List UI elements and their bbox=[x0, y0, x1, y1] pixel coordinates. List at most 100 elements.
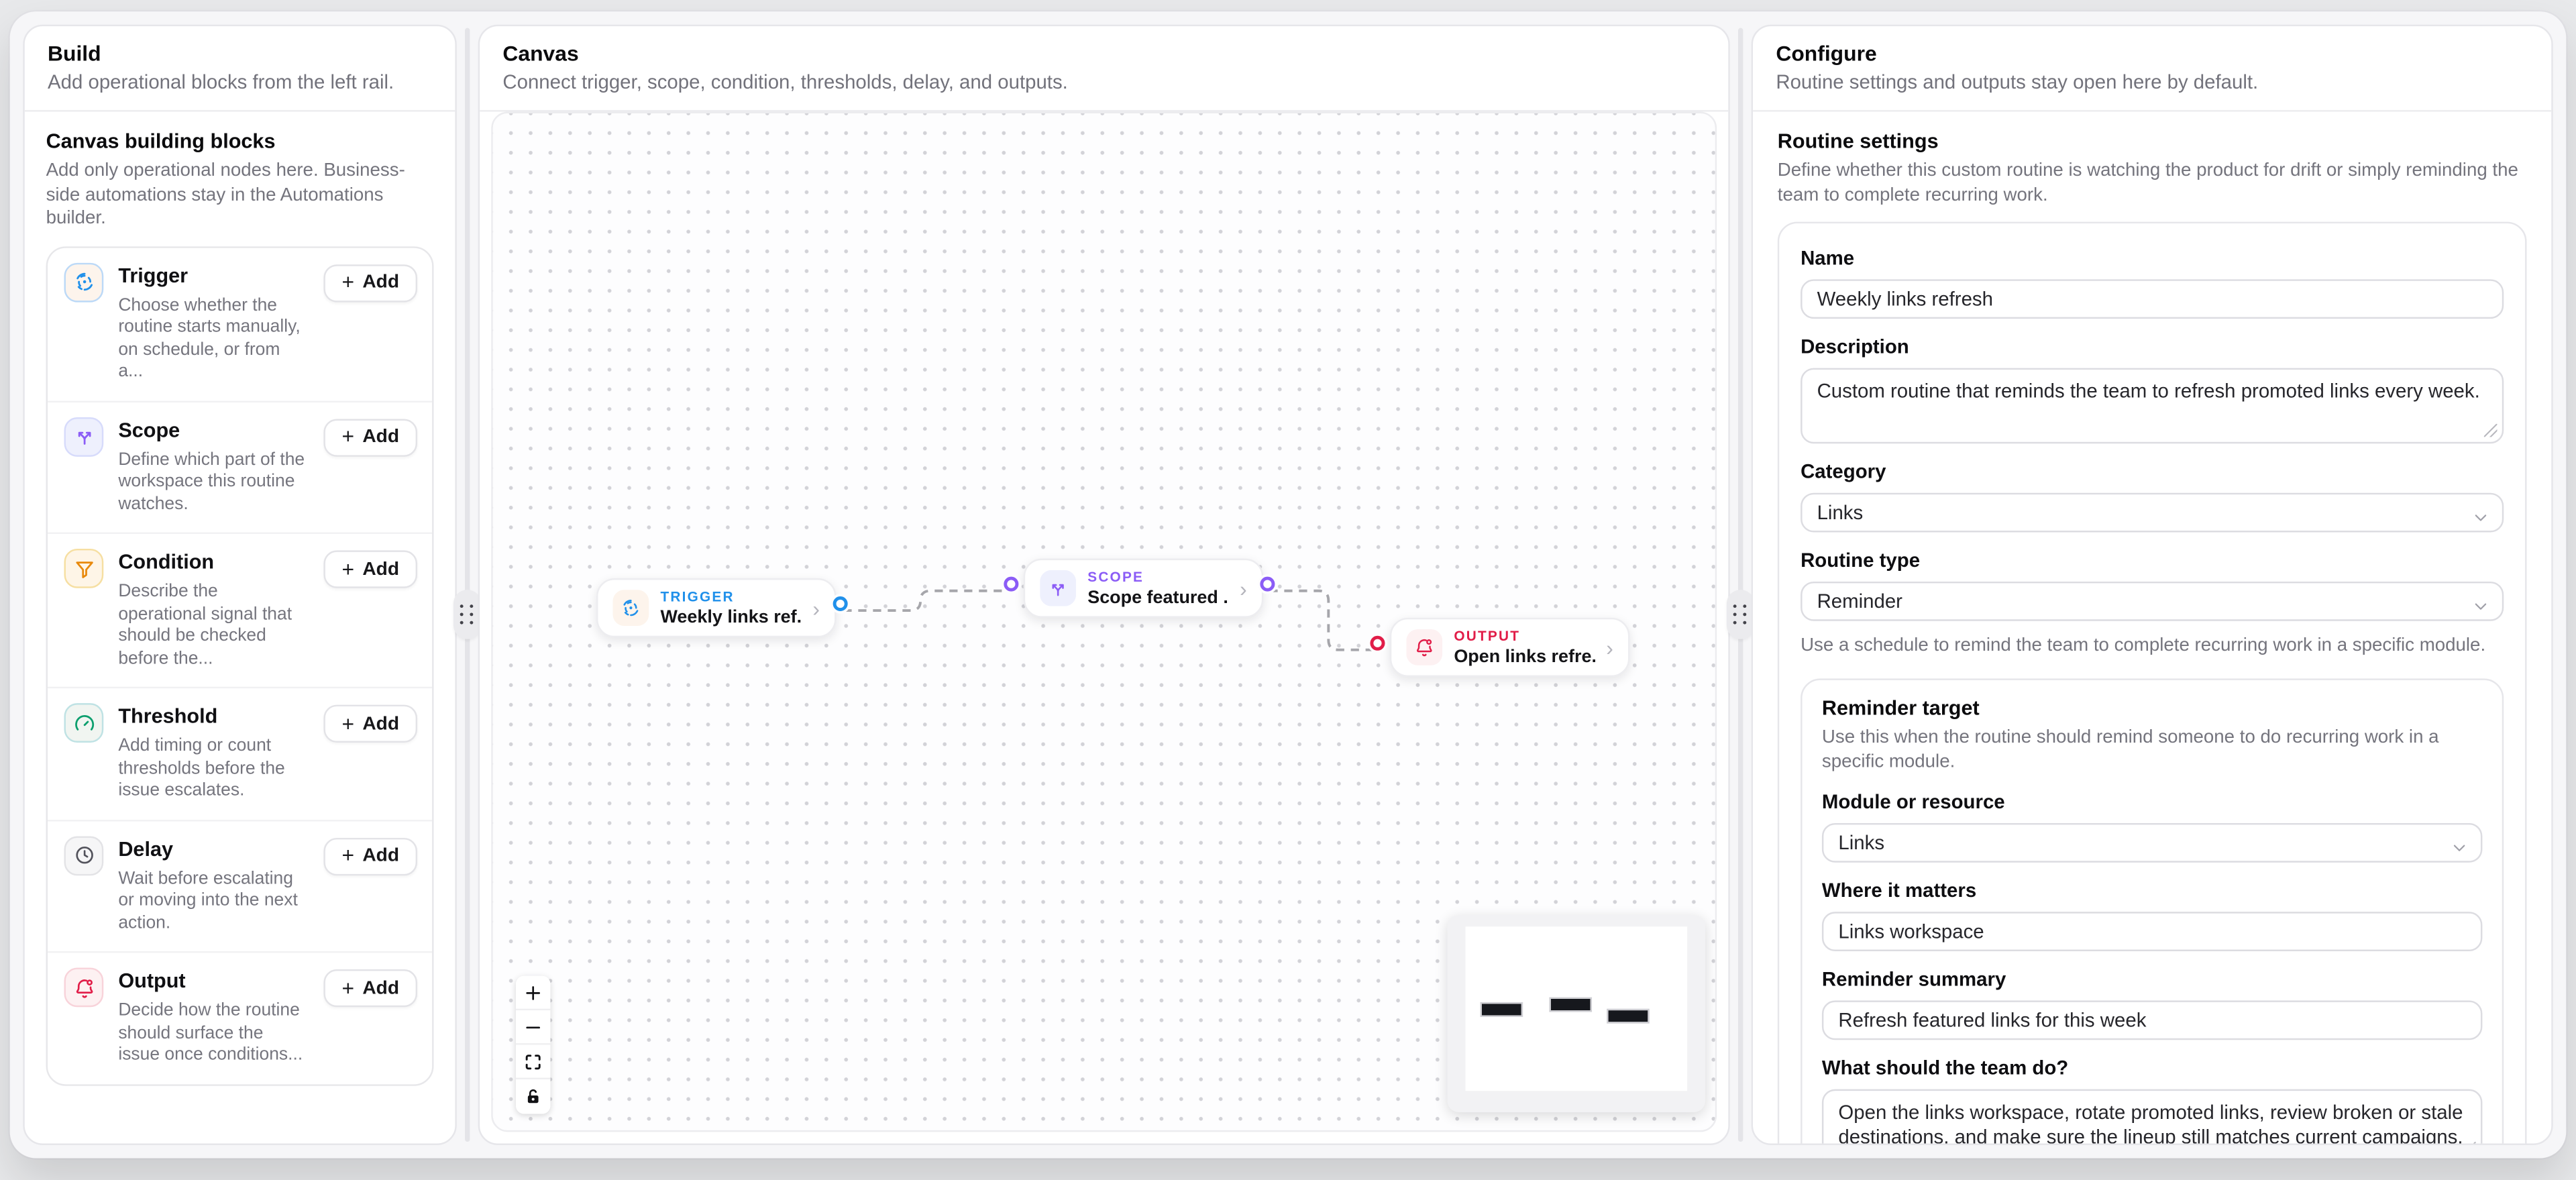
add-threshold-button[interactable]: + Add bbox=[323, 704, 418, 743]
zoom-out-button[interactable] bbox=[515, 1010, 551, 1045]
block-row-delay: Delay Wait before escalating or moving i… bbox=[48, 818, 433, 951]
app-frame: Build Add operational blocks from the le… bbox=[9, 11, 2567, 1159]
node-scope[interactable]: SCOPE Scope featured ... › bbox=[1023, 558, 1264, 618]
configure-panel: Configure Routine settings and outputs s… bbox=[1751, 24, 2553, 1146]
add-output-button[interactable]: + Add bbox=[323, 969, 418, 1008]
panel-divider-right bbox=[1726, 25, 1755, 1146]
description-label: Description bbox=[1801, 335, 1909, 358]
routine-type-select[interactable] bbox=[1801, 581, 2504, 621]
plus-icon: + bbox=[341, 555, 355, 581]
node-output[interactable]: OUTPUT Open links refre... › bbox=[1389, 617, 1630, 677]
category-label: Category bbox=[1801, 460, 1886, 484]
edge-scope-to-output bbox=[1269, 589, 1373, 651]
routine-type-label: Routine type bbox=[1801, 548, 1921, 572]
reminder-target-title: Reminder target bbox=[1821, 696, 1980, 720]
minimap-node-trigger bbox=[1480, 1002, 1523, 1016]
node-name: Scope featured ... bbox=[1087, 587, 1228, 607]
block-title: Threshold bbox=[118, 704, 218, 728]
block-description: Define which part of the workspace this … bbox=[118, 449, 305, 514]
panel-resize-handle[interactable] bbox=[453, 590, 482, 639]
zoom-in-button[interactable] bbox=[515, 975, 551, 1011]
block-row-scope: Scope Define which part of the workspace… bbox=[48, 400, 433, 532]
radar-target-icon bbox=[76, 272, 92, 291]
scope-target-handle[interactable] bbox=[1004, 576, 1019, 592]
node-type-label: SCOPE bbox=[1087, 568, 1144, 584]
trigger-source-handle[interactable] bbox=[833, 596, 848, 612]
block-text: Trigger Choose whether the routine start… bbox=[118, 262, 309, 384]
lock-icon bbox=[527, 1089, 539, 1104]
plus-icon bbox=[526, 985, 541, 1000]
canvas-controls bbox=[515, 975, 551, 1114]
description-textarea[interactable]: Custom routine that reminds the team to … bbox=[1801, 368, 2504, 444]
add-button-label: Add bbox=[362, 846, 400, 866]
scope-source-handle[interactable] bbox=[1260, 576, 1275, 592]
canvas-body: TRIGGER Weekly links ref... › SCOPE bbox=[491, 111, 1717, 1132]
flow-canvas[interactable]: TRIGGER Weekly links ref... › SCOPE bbox=[491, 111, 1717, 1132]
block-row-threshold: Threshold Add timing or count thresholds… bbox=[48, 686, 433, 819]
canvas-minimap[interactable] bbox=[1447, 915, 1706, 1112]
where-label: Where it matters bbox=[1821, 879, 1977, 902]
plus-icon: + bbox=[341, 710, 355, 735]
output-tile bbox=[64, 967, 104, 1008]
minus-icon bbox=[526, 1026, 541, 1028]
description-textarea-wrap: Custom routine that reminds the team to … bbox=[1801, 368, 2504, 444]
block-title: Scope bbox=[118, 418, 180, 441]
node-name: Weekly links ref... bbox=[660, 606, 802, 627]
block-description: Add timing or count thresholds before th… bbox=[118, 736, 285, 800]
scope-tile bbox=[64, 416, 104, 456]
scope-tile bbox=[1040, 570, 1077, 606]
edge-trigger-to-scope bbox=[843, 589, 1008, 612]
add-scope-button[interactable]: + Add bbox=[323, 418, 418, 456]
clock-icon bbox=[75, 846, 93, 864]
node-type-label: OUTPUT bbox=[1454, 627, 1521, 643]
delay-tile bbox=[64, 835, 104, 875]
category-select[interactable] bbox=[1801, 492, 2504, 533]
block-text: Output Decide how the routine should sur… bbox=[118, 967, 309, 1067]
edge-layer bbox=[843, 589, 1373, 651]
fit-view-button[interactable] bbox=[515, 1044, 551, 1079]
add-button-label: Add bbox=[362, 559, 400, 580]
canvas-panel-subtitle: Connect trigger, scope, condition, thres… bbox=[502, 70, 1068, 94]
output-target-handle[interactable] bbox=[1370, 635, 1385, 651]
block-title: Delay bbox=[118, 837, 174, 861]
canvas-panel-header: Canvas Connect trigger, scope, condition… bbox=[480, 26, 1729, 112]
routine-settings-title: Routine settings bbox=[1777, 129, 1939, 153]
module-select-wrap bbox=[1821, 822, 2483, 863]
add-condition-button[interactable]: + Add bbox=[323, 550, 418, 588]
module-select[interactable] bbox=[1821, 822, 2483, 863]
condition-tile bbox=[64, 548, 104, 588]
trigger-tile bbox=[64, 262, 104, 302]
funnel-icon bbox=[75, 561, 93, 578]
panel-resize-handle[interactable] bbox=[1726, 590, 1755, 639]
lock-button[interactable] bbox=[515, 1079, 551, 1114]
node-trigger[interactable]: TRIGGER Weekly links ref... › bbox=[596, 578, 837, 638]
configure-panel-body: Routine settings Define whether this cus… bbox=[1753, 112, 2551, 1144]
output-tile bbox=[1406, 629, 1443, 665]
add-delay-button[interactable]: + Add bbox=[323, 837, 418, 875]
add-trigger-button[interactable]: + Add bbox=[323, 264, 418, 302]
configure-panel-header: Configure Routine settings and outputs s… bbox=[1753, 26, 2552, 112]
summary-input[interactable] bbox=[1821, 1000, 2483, 1040]
name-input[interactable] bbox=[1801, 279, 2504, 319]
minimap-node-output bbox=[1607, 1008, 1650, 1023]
build-panel-header: Build Add operational blocks from the le… bbox=[24, 26, 455, 112]
routine-settings-form: Name Description Custom routine that rem… bbox=[1777, 221, 2527, 1144]
reminder-target-card: Reminder target Use this when the routin… bbox=[1801, 678, 2504, 1144]
team-action-textarea[interactable]: Open the links workspace, rotate promote… bbox=[1821, 1089, 2483, 1144]
panel-divider-left bbox=[453, 25, 482, 1146]
blocks-section-title: Canvas building blocks bbox=[46, 129, 276, 153]
block-row-condition: Condition Describe the operational signa… bbox=[48, 532, 433, 686]
where-input[interactable] bbox=[1821, 912, 2483, 951]
node-name: Open links refre... bbox=[1454, 646, 1595, 667]
split-branch-icon bbox=[1052, 584, 1064, 596]
build-panel-title: Build bbox=[48, 41, 101, 66]
add-button-label: Add bbox=[362, 978, 400, 998]
reminder-target-description: Use this when the routine should remind … bbox=[1821, 727, 2439, 771]
block-title: Trigger bbox=[118, 264, 189, 287]
bell-dot-icon bbox=[75, 978, 93, 998]
block-text: Condition Describe the operational signa… bbox=[118, 549, 309, 670]
team-action-label: What should the team do? bbox=[1821, 1056, 2069, 1079]
build-panel-body: Canvas building blocks Add only operatio… bbox=[25, 112, 455, 1085]
chevron-right-icon: › bbox=[1606, 635, 1613, 660]
